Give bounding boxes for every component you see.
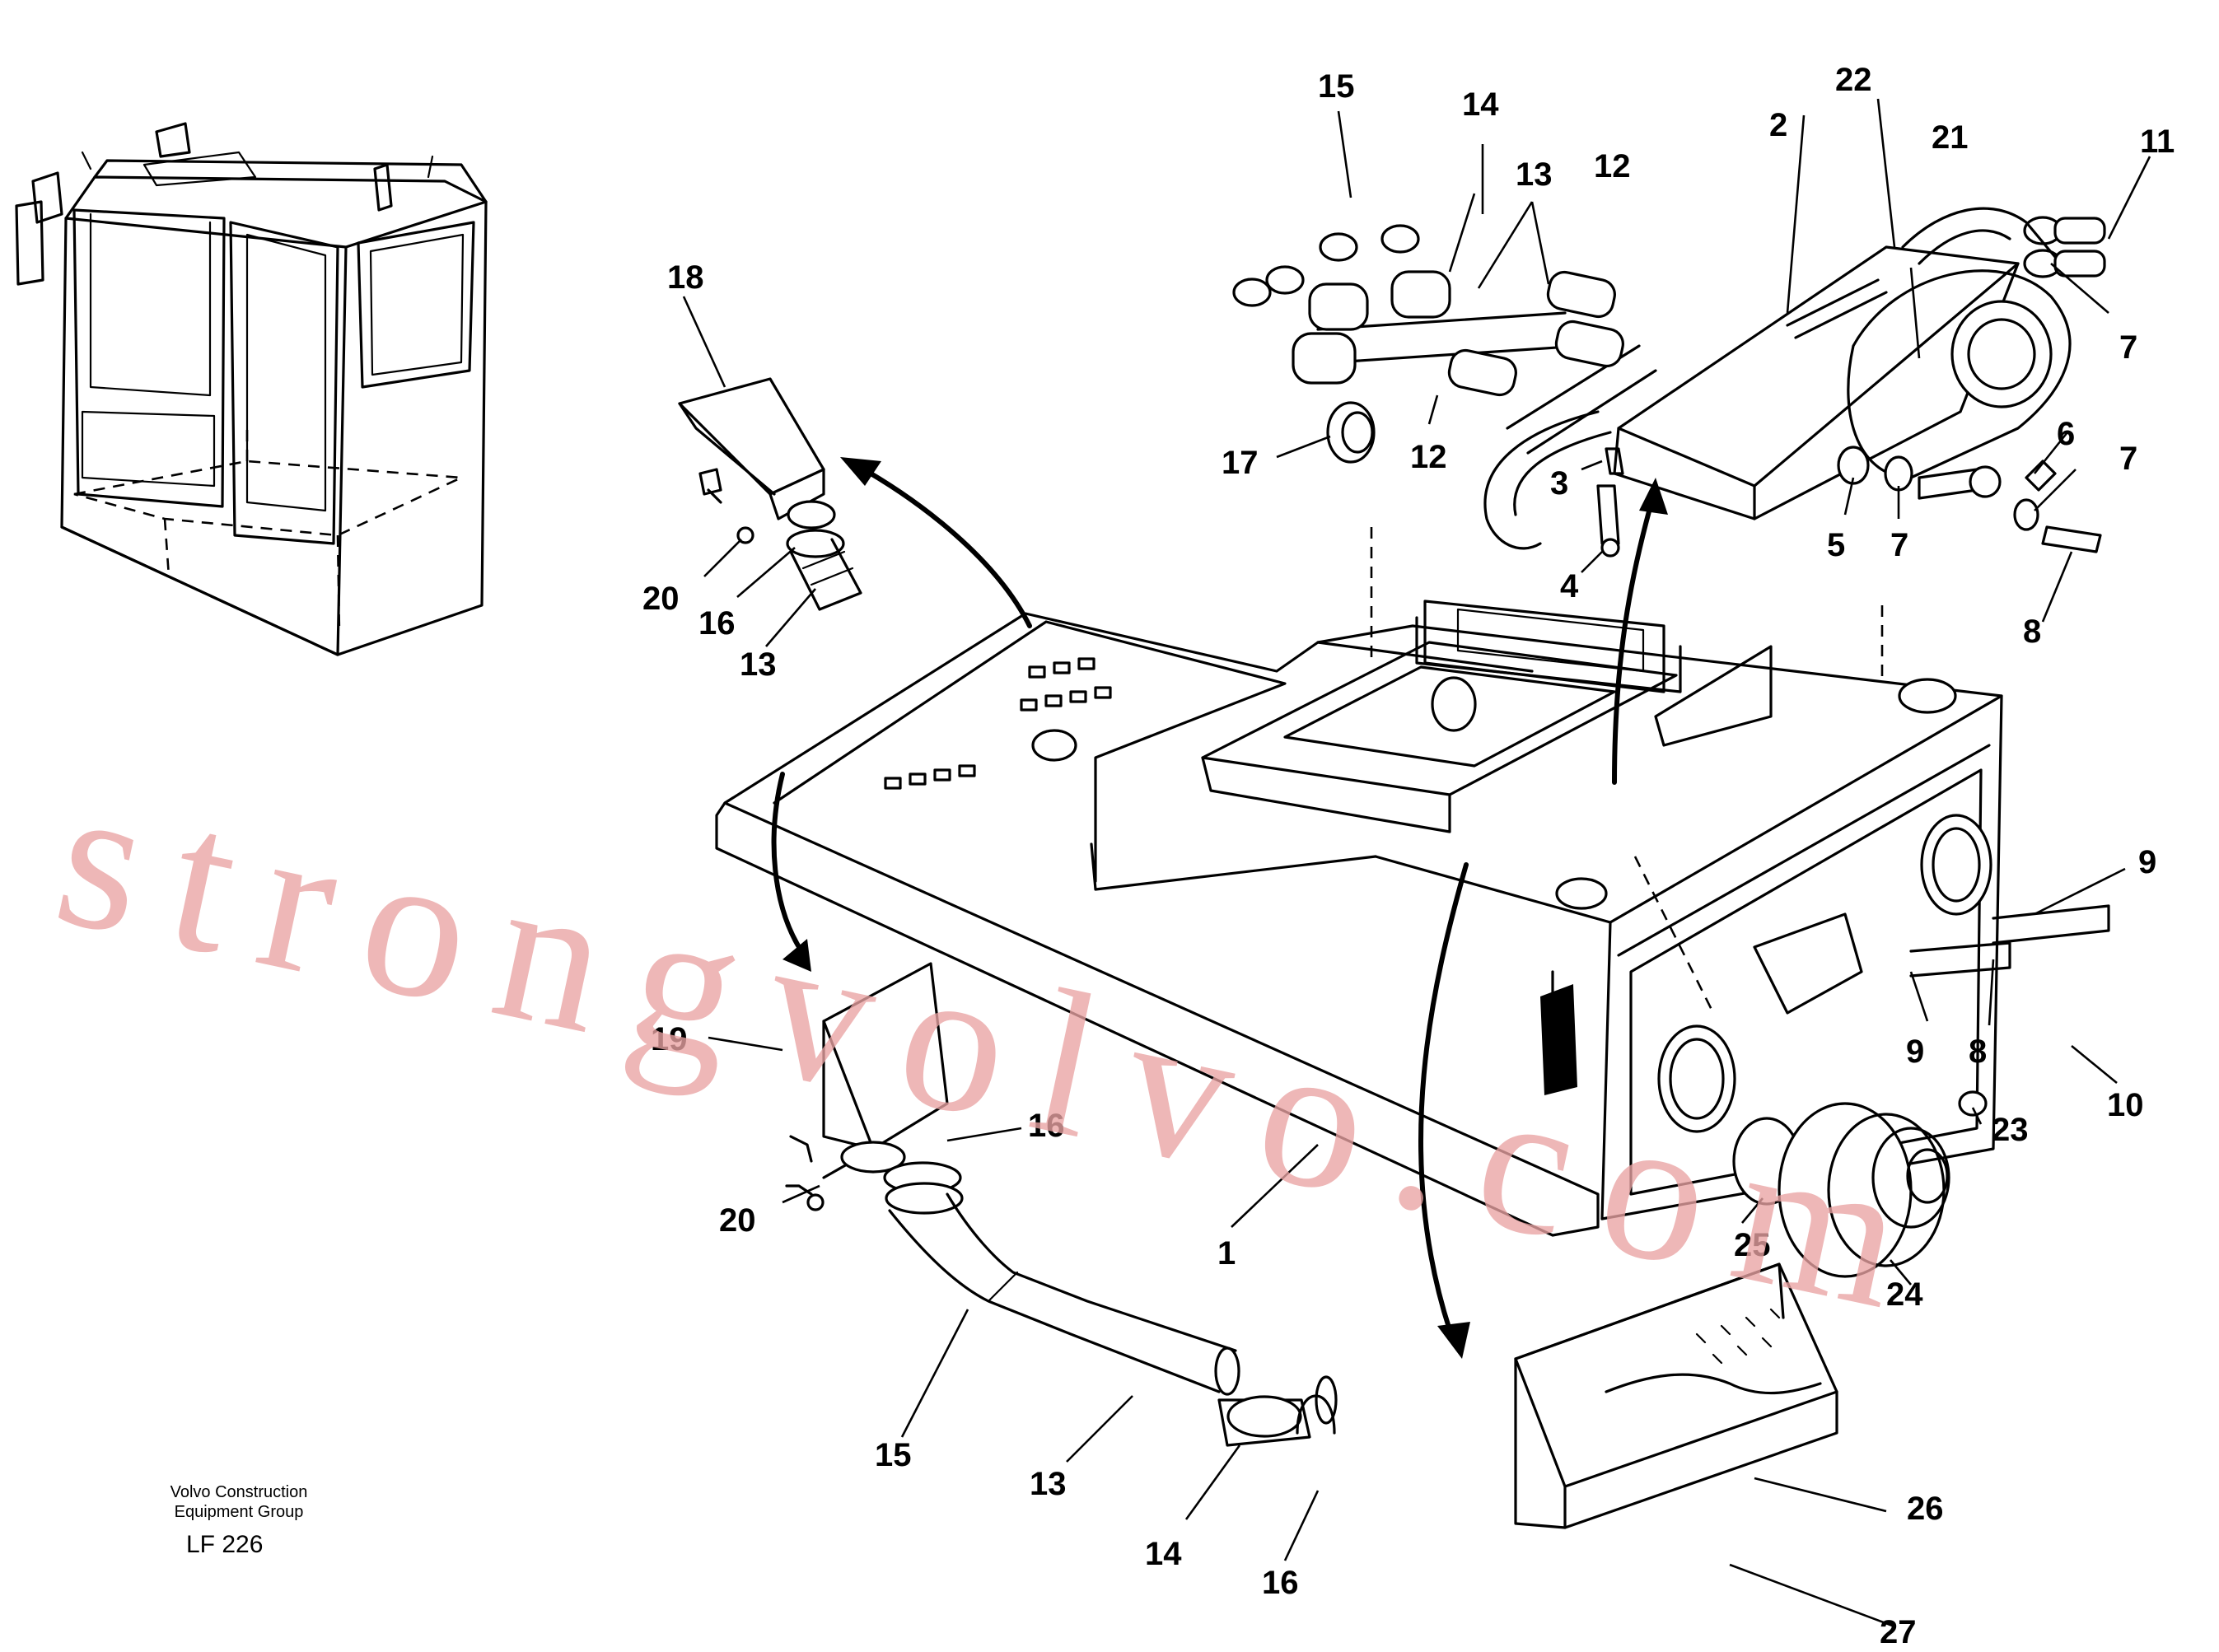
callout-5: 5 <box>1827 527 1845 563</box>
callout-20: 20 <box>642 581 680 617</box>
callout-23: 23 <box>1992 1112 2029 1148</box>
callout-13b: 13 <box>740 646 777 683</box>
leader-lines <box>682 98 2151 1628</box>
callout-9b: 9 <box>1906 1034 1924 1070</box>
document-caption: Volvo Construction Equipment Group LF 22… <box>132 1482 346 1561</box>
callout-7b: 7 <box>2119 441 2137 477</box>
callout-7c: 7 <box>1890 527 1908 563</box>
cab-overview-illustration <box>15 122 488 656</box>
callout-25: 25 <box>1734 1227 1771 1263</box>
direction-arrow-icon <box>1612 478 1668 785</box>
callout-19: 19 <box>651 1021 688 1057</box>
callout-1: 1 <box>1217 1235 1236 1272</box>
heater-unit-illustration <box>1232 207 2106 558</box>
callout-12b: 12 <box>1410 439 1447 475</box>
callout-21: 21 <box>1932 119 1969 156</box>
callout-14b: 14 <box>1145 1536 1182 1572</box>
vent-slots <box>884 657 1112 790</box>
direction-arrow-icon <box>771 772 811 972</box>
callout-20b: 20 <box>719 1202 756 1239</box>
callout-8b: 8 <box>1969 1034 1987 1070</box>
callout-14: 14 <box>1462 86 1499 123</box>
direction-arrow-icon <box>1418 862 1470 1359</box>
callout-4: 4 <box>1560 568 1579 604</box>
callout-13c: 13 <box>1030 1466 1067 1502</box>
hose-clamps <box>1232 216 2106 397</box>
callout-27: 27 <box>1880 1614 1917 1650</box>
callout-15b: 15 <box>875 1437 912 1473</box>
callout-11: 11 <box>2140 124 2175 160</box>
drip-tray-illustration <box>1514 1262 1838 1529</box>
floor-frame-illustration <box>1732 1090 1988 1278</box>
floor-frame-illustration <box>715 527 2110 1237</box>
callout-3: 3 <box>1550 465 1568 502</box>
caption-line-2: Equipment Group <box>174 1503 304 1521</box>
duct-hose-illustration <box>785 962 1338 1447</box>
callout-2: 2 <box>1769 107 1787 143</box>
callout-22: 22 <box>1835 62 1872 98</box>
direction-arrow-icon <box>840 457 1032 628</box>
callout-16c: 16 <box>1262 1565 1299 1601</box>
callout-10: 10 <box>2107 1087 2144 1123</box>
callout-15: 15 <box>1318 68 1355 105</box>
callout-18: 18 <box>667 259 704 296</box>
duct-hose-illustration <box>678 377 862 611</box>
callout-24: 24 <box>1886 1276 1923 1313</box>
caption-line-1: Volvo Construction <box>170 1483 308 1501</box>
callout-12: 12 <box>1594 148 1631 184</box>
callout-26: 26 <box>1907 1491 1944 1527</box>
callout-16b: 16 <box>1028 1108 1065 1144</box>
drawing-code: LF 226 <box>186 1531 264 1558</box>
callout-labels: 1 2 3 4 5 6 7 7 7 8 9 9 8 10 11 12 12 13… <box>642 62 2175 1650</box>
callout-9: 9 <box>2138 844 2156 880</box>
callout-17: 17 <box>1222 445 1259 481</box>
callout-8: 8 <box>2023 614 2041 650</box>
callout-7: 7 <box>2119 329 2137 366</box>
callout-16: 16 <box>698 605 736 642</box>
callout-13: 13 <box>1516 156 1553 193</box>
callout-6: 6 <box>2057 416 2075 452</box>
